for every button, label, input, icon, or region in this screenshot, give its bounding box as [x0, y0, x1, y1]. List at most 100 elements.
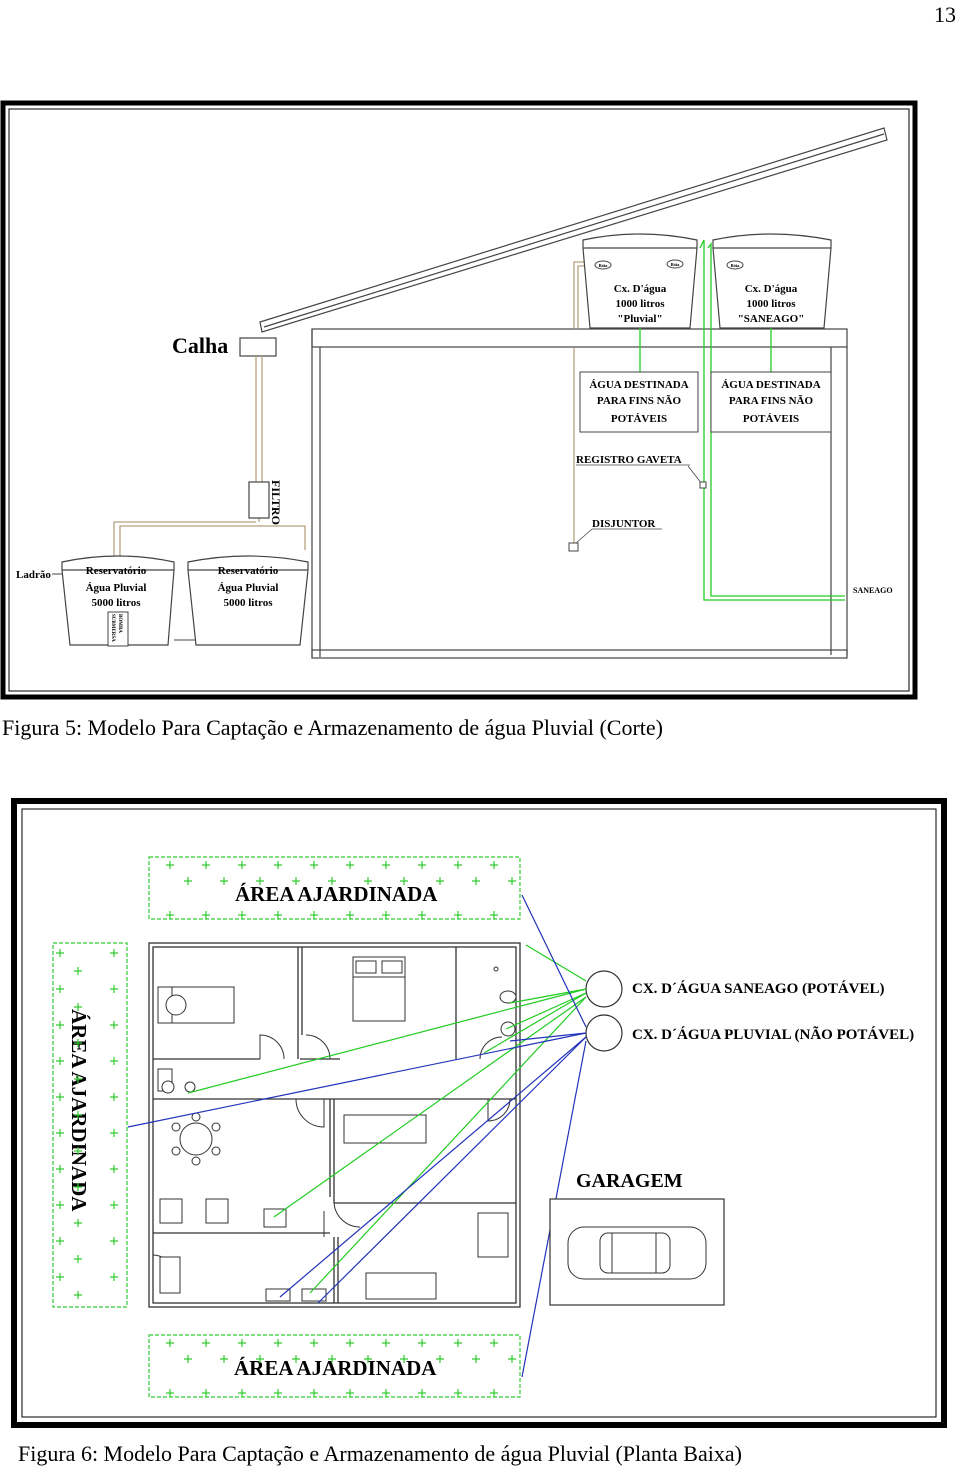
garden-plus-marker [310, 911, 318, 919]
svg-text:Água Pluvial: Água Pluvial [86, 582, 147, 594]
garden-plus-marker [56, 1237, 64, 1245]
garden-plus-marker [238, 861, 246, 869]
cx-pluvial-label: CX. D´ÁGUA PLUVIAL (NÃO POTÁVEL) [632, 1025, 914, 1043]
garden-plus-marker [166, 861, 174, 869]
garden-plus-marker [166, 911, 174, 919]
garden-plus-marker [238, 1389, 246, 1397]
bomba-label-2: SUBMERSA [110, 614, 115, 642]
svg-text:1000 litros: 1000 litros [747, 298, 797, 310]
reservoir-1-text: Reservatório Água Pluvial 5000 litros [86, 565, 147, 609]
svg-text:PARA FINS NÃO: PARA FINS NÃO [597, 395, 682, 407]
disjuntor-label: DISJUNTOR [592, 518, 656, 530]
garden-plus-marker [238, 1339, 246, 1347]
garden-top-label: ÁREA AJARDINADA [235, 882, 438, 906]
garden-plus-marker [74, 1219, 82, 1227]
tanks-plan [585, 970, 623, 1052]
garden-plus-marker [490, 1339, 498, 1347]
rain-pipes [113, 261, 590, 640]
svg-text:POTÁVEIS: POTÁVEIS [743, 413, 799, 425]
garden-plus-marker [436, 1355, 444, 1363]
svg-text:Cx. D'água: Cx. D'água [614, 283, 667, 295]
garden-plus-marker [364, 1355, 372, 1363]
garden-plus-marker [110, 1165, 118, 1173]
svg-text:POTÁVEIS: POTÁVEIS [611, 413, 667, 425]
svg-text:ÁGUA DESTINADA: ÁGUA DESTINADA [589, 379, 688, 391]
garden-plus-marker [418, 911, 426, 919]
cx-saneago-label: CX. D´ÁGUA SANEAGO (POTÁVEL) [632, 980, 885, 997]
garden-plus-marker [110, 1129, 118, 1137]
garden-plus-marker [202, 861, 210, 869]
garden-plus-marker [454, 861, 462, 869]
svg-text:Água Pluvial: Água Pluvial [218, 582, 279, 594]
garden-plus-marker [220, 1355, 228, 1363]
garden-plus-marker [110, 1273, 118, 1281]
garden-plus-marker [238, 911, 246, 919]
garden-plus-marker [454, 1339, 462, 1347]
garden-plus-marker [382, 911, 390, 919]
svg-text:Bóia: Bóia [599, 263, 609, 268]
figure-6-caption: Figura 6: Modelo Para Captação e Armazen… [18, 1441, 742, 1466]
garden-plus-marker [256, 1355, 264, 1363]
svg-text:Bóia: Bóia [731, 263, 741, 268]
garden-plus-marker [110, 949, 118, 957]
svg-text:1000 litros: 1000 litros [616, 298, 666, 310]
garden-plus-marker [292, 877, 300, 885]
garden-plus-marker [202, 911, 210, 919]
garden-plus-marker [328, 877, 336, 885]
svg-text:ÁGUA DESTINADA: ÁGUA DESTINADA [721, 379, 820, 391]
figure-5-section-drawing: Calha FILTRO BOMBA SUBMERSA Ladrão Reser… [0, 100, 918, 700]
garden-plus-marker [56, 1201, 64, 1209]
garden-plus-marker [400, 1355, 408, 1363]
garden-plus-marker [56, 1273, 64, 1281]
svg-text:PARA FINS NÃO: PARA FINS NÃO [729, 395, 814, 407]
reservoir-1 [61, 555, 175, 646]
saneago-label: SANEAGO [853, 586, 893, 595]
svg-text:5000 litros: 5000 litros [92, 597, 142, 609]
garden-plus-marker [74, 1291, 82, 1299]
garden-plus-marker [400, 877, 408, 885]
svg-text:Bóia: Bóia [671, 262, 681, 267]
garden-plus-marker [310, 1389, 318, 1397]
garden-plus-marker [292, 1355, 300, 1363]
reservoir-2 [187, 555, 309, 646]
garden-plus-marker [56, 1093, 64, 1101]
garden-top: ÁREA AJARDINADA [148, 856, 521, 920]
garden-plus-marker [418, 1339, 426, 1347]
pump [107, 611, 129, 647]
garden-plus-marker [310, 861, 318, 869]
house-walls [148, 942, 521, 1308]
garden-plus-marker [110, 1237, 118, 1245]
reservoir-2-text: Reservatório Água Pluvial 5000 litros [218, 565, 279, 609]
garden-plus-marker [436, 877, 444, 885]
roof [259, 127, 888, 333]
garden-plus-marker [274, 1339, 282, 1347]
garden-plus-marker [508, 877, 516, 885]
garden-plus-marker [346, 861, 354, 869]
garden-bottom-label: ÁREA AJARDINADA [234, 1356, 437, 1380]
garden-plus-marker [364, 877, 372, 885]
tank-pluvial-text: Cx. D'água 1000 litros "Pluvial" [614, 283, 667, 325]
garden-plus-marker [472, 1355, 480, 1363]
tank-saneago-text: Cx. D'água 1000 litros "SANEAGO" [738, 283, 805, 325]
garden-plus-marker [166, 1339, 174, 1347]
garden-plus-marker [110, 1021, 118, 1029]
garden-left: ÁREA AJARDINADA [52, 942, 128, 1308]
garden-plus-marker [74, 1183, 82, 1191]
garden-plus-marker [166, 1389, 174, 1397]
garden-plus-marker [508, 1355, 516, 1363]
filter: FILTRO [248, 480, 283, 525]
garden-plus-marker [454, 911, 462, 919]
garden-plus-marker [382, 1389, 390, 1397]
garden-plus-marker [74, 967, 82, 975]
garden-plus-marker [274, 861, 282, 869]
garden-plus-marker [56, 985, 64, 993]
garden-plus-marker [382, 1339, 390, 1347]
figure-5-caption: Figura 5: Modelo Para Captação e Armazen… [2, 715, 664, 740]
green-pipes-plan [187, 944, 587, 1294]
garage: GARAGEM [549, 1170, 725, 1306]
garden-plus-marker [74, 1147, 82, 1155]
ladrao-label: Ladrão [16, 569, 51, 581]
garden-plus-marker [274, 911, 282, 919]
figure-6-floor-plan: ÁREA AJARDINADA ÁREA AJARDINADA ÁREA AJA… [11, 798, 947, 1428]
garden-plus-marker [310, 1339, 318, 1347]
